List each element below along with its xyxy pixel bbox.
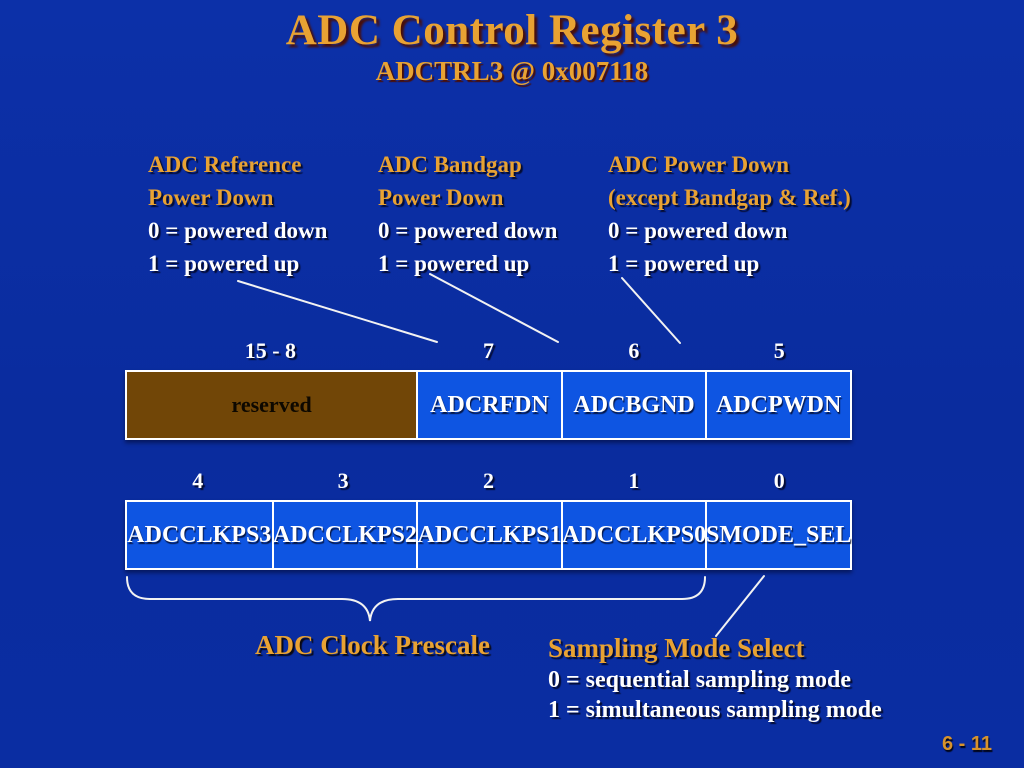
annotation-heading: (except Bandgap & Ref.) (608, 185, 851, 210)
register-field-adcrfdn: ADCRFDN (416, 372, 561, 438)
sampling-mode-value: 0 = sequential sampling mode (548, 667, 852, 693)
connector-line-adcrfdn (237, 280, 438, 343)
register-row2-table: ADCCLKPS3 ADCCLKPS2 ADCCLKPS1 ADCCLKPS0 … (125, 500, 852, 570)
connector-line-adcpwdn (621, 277, 681, 344)
annotation-heading: ADC Power Down (608, 152, 790, 177)
bit-label-3: 3 (337, 468, 349, 493)
bit-label-1: 1 (628, 468, 640, 493)
bit-labels-row2: 4 3 2 1 0 (125, 468, 852, 494)
register-field-smode-sel: SMODE_SEL (705, 502, 851, 568)
register-field-adcclkps2: ADCCLKPS2 (271, 502, 417, 568)
annotation-heading: Power Down (148, 185, 274, 210)
register-field-adcclkps3: ADCCLKPS3 (127, 502, 272, 568)
sampling-mode-value: 1 = simultaneous sampling mode (548, 697, 882, 723)
bit-label-5: 5 (773, 338, 785, 363)
clock-prescale-label: ADC Clock Prescale (255, 630, 490, 660)
annotation-value: 1 = powered up (608, 251, 760, 276)
bit-label-4: 4 (192, 468, 204, 493)
annotation-heading: Power Down (378, 185, 504, 210)
bit-label-7: 7 (482, 338, 494, 363)
bit-labels-row1: 15 - 8 7 6 5 (125, 338, 852, 364)
annotation-value: 0 = powered down (608, 218, 788, 243)
register-field-adcpwdn: ADCPWDN (705, 372, 850, 438)
bit-label-15-8: 15 - 8 (244, 338, 297, 363)
connector-line-smode-sel (715, 575, 765, 637)
register-row1-table: reserved ADCRFDN ADCBGND ADCPWDN (125, 370, 852, 440)
bit-label-6: 6 (628, 338, 640, 363)
sampling-mode-heading: Sampling Mode Select (548, 633, 805, 663)
connector-line-adcbgnd (429, 273, 559, 343)
annotation-heading: ADC Bandgap (378, 152, 522, 177)
sampling-mode-select-block: Sampling Mode Select 0 = sequential samp… (548, 632, 882, 725)
annotation-value: 0 = powered down (378, 218, 558, 243)
annotation-adc-bandgap-power-down: ADC Bandgap Power Down 0 = powered down … (378, 148, 557, 280)
bit-label-2: 2 (482, 468, 494, 493)
register-field-adcclkps0: ADCCLKPS0 (560, 502, 706, 568)
annotation-adc-reference-power-down: ADC Reference Power Down 0 = powered dow… (148, 148, 327, 280)
register-field-reserved: reserved (127, 372, 417, 438)
annotation-heading: ADC Reference (148, 152, 302, 177)
annotation-value: 0 = powered down (148, 218, 328, 243)
register-field-adcbgnd: ADCBGND (560, 372, 706, 438)
bit-label-0: 0 (773, 468, 785, 493)
clock-prescale-brace (126, 576, 706, 622)
annotation-value: 1 = powered up (378, 251, 530, 276)
page-subtitle: ADCTRL3 @ 0x007118 (375, 56, 649, 86)
page-number: 6 - 11 (941, 733, 992, 755)
annotation-value: 1 = powered up (148, 251, 300, 276)
annotation-adc-power-down: ADC Power Down (except Bandgap & Ref.) 0… (608, 148, 851, 280)
register-field-adcclkps1: ADCCLKPS1 (416, 502, 562, 568)
page-title: ADC Control Register 3 (285, 7, 739, 54)
